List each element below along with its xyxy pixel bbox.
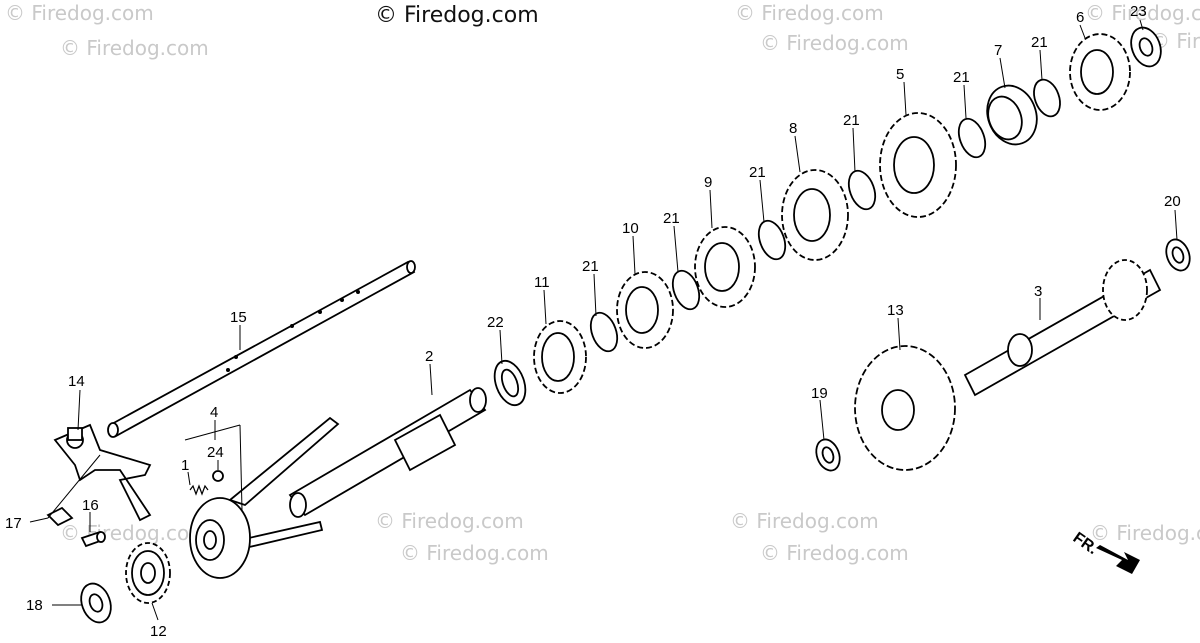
gear-5 (879, 112, 957, 218)
gear-9 (694, 226, 756, 308)
gear-8 (781, 169, 849, 261)
callout-18: 18 (26, 597, 43, 614)
washer-21c (757, 219, 787, 261)
callout-1: 1 (181, 457, 189, 474)
gear-6 (1069, 33, 1131, 111)
callout-23: 23 (1130, 3, 1147, 20)
shift-fork (53, 423, 152, 522)
callout-6: 6 (1076, 9, 1084, 26)
callout-20: 20 (1164, 193, 1181, 210)
clip-part (46, 506, 74, 527)
gear-13 (854, 345, 956, 471)
callout-19: 19 (811, 385, 828, 402)
callout-12: 12 (150, 623, 167, 640)
callout-5: 5 (896, 66, 904, 83)
washer-21e (957, 117, 987, 159)
callout-2: 2 (425, 348, 433, 365)
shift-drum (288, 387, 487, 518)
washer-21d (847, 169, 877, 211)
watermark-group: © Firedog.com © Firedog.com © Firedog.co… (5, 1, 1200, 565)
callout-22: 22 (487, 314, 504, 331)
watermark-faint: © Firedog.com (730, 509, 879, 533)
callout-11: 11 (534, 274, 550, 291)
watermark-faint: © Firedog.com (60, 521, 209, 545)
callout-17: 17 (5, 515, 22, 532)
washer-21f (1033, 78, 1061, 118)
ball-part (212, 470, 224, 482)
callout-21: 21 (953, 69, 970, 86)
callout-4: 4 (210, 404, 218, 421)
watermark-faint: © Firedog.com (760, 541, 909, 565)
watermark-main: © Firedog.com (375, 3, 539, 28)
watermark-faint: © Firedog.com (5, 1, 154, 25)
callout-14: 14 (68, 373, 85, 390)
watermark-faint: © Firedog.com (1090, 521, 1200, 545)
gear-11 (533, 320, 587, 394)
callout-21: 21 (843, 112, 860, 129)
washer-22 (493, 359, 527, 407)
washer-21a (589, 311, 619, 353)
callout-21: 21 (582, 258, 599, 275)
callout-21: 21 (663, 210, 680, 227)
drum-cam (189, 497, 251, 579)
callout-7: 7 (994, 42, 1002, 59)
callout-24: 24 (207, 444, 224, 461)
callout-15: 15 (230, 309, 247, 326)
watermark-faint: © Firedog.com (760, 31, 909, 55)
washer-19 (815, 438, 841, 472)
watermark-faint: © Firedog.com (400, 541, 549, 565)
watermark-faint: © Firedog.com (375, 509, 524, 533)
callout-16: 16 (82, 497, 99, 514)
gear-10 (616, 271, 674, 349)
watermark-faint: © Firedog.com (1085, 1, 1200, 25)
washer-21b (671, 269, 701, 311)
callout-13: 13 (887, 302, 904, 319)
callout-3: 3 (1034, 283, 1042, 300)
washer-20 (1165, 238, 1191, 272)
spring-part (189, 484, 209, 496)
washer-18 (80, 582, 112, 624)
bolt-part (80, 530, 106, 548)
countershaft-3 (963, 259, 1162, 397)
callout-10: 10 (622, 220, 639, 237)
callout-numbers: 23 6 7 21 21 5 21 8 21 9 21 10 21 11 22 … (5, 3, 1181, 640)
gear-12 (125, 542, 171, 604)
watermark-faint: © Firedog.com (735, 1, 884, 25)
callout-8: 8 (789, 120, 797, 137)
shift-fork-shaft (107, 260, 416, 438)
leader-lines (29, 19, 1178, 621)
callout-21: 21 (1031, 34, 1048, 51)
bearing-7 (986, 84, 1038, 146)
washer-23 (1130, 26, 1162, 68)
callout-21: 21 (749, 164, 766, 181)
watermark-faint: © Firedog.com (60, 36, 209, 60)
callout-9: 9 (704, 174, 712, 191)
